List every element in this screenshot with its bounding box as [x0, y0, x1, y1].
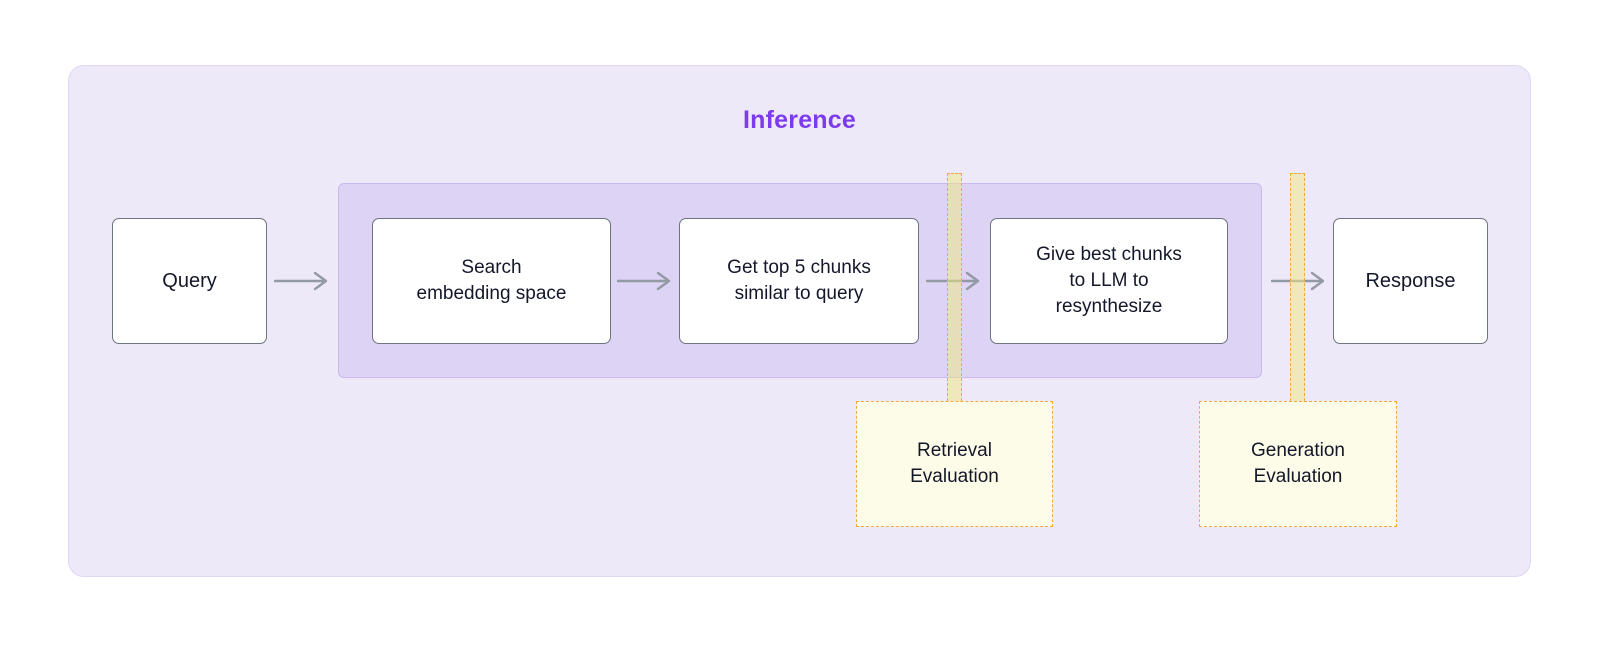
node-search-label: Search embedding space [416, 257, 567, 304]
arrow-right-icon [274, 271, 328, 291]
node-query-label: Query [162, 270, 217, 292]
retrieval-evaluation-label: Retrieval Evaluation [910, 440, 999, 487]
arrow-right-icon [617, 271, 671, 291]
node-retrieval-evaluation: Retrieval Evaluation [856, 401, 1053, 527]
node-generation-evaluation: Generation Evaluation [1199, 401, 1397, 527]
generation-evaluation-label: Generation Evaluation [1250, 440, 1345, 487]
node-give-best-chunks-to-llm: Give best chunks to LLM to resynthesize [990, 218, 1228, 344]
node-give-label: Give best chunks to LLM to resynthesize [1036, 244, 1182, 317]
node-response-label: Response [1365, 270, 1456, 292]
node-search-embedding-space: Search embedding space [372, 218, 611, 344]
generation-evaluation-connector-band [1290, 173, 1305, 401]
node-query: Query [112, 218, 267, 344]
diagram-title: Inference [743, 106, 856, 134]
node-get-top-5-chunks: Get top 5 chunks similar to query [679, 218, 919, 344]
node-top5-label: Get top 5 chunks similar to query [727, 257, 871, 304]
retrieval-evaluation-connector-band [947, 173, 962, 401]
node-response: Response [1333, 218, 1488, 344]
